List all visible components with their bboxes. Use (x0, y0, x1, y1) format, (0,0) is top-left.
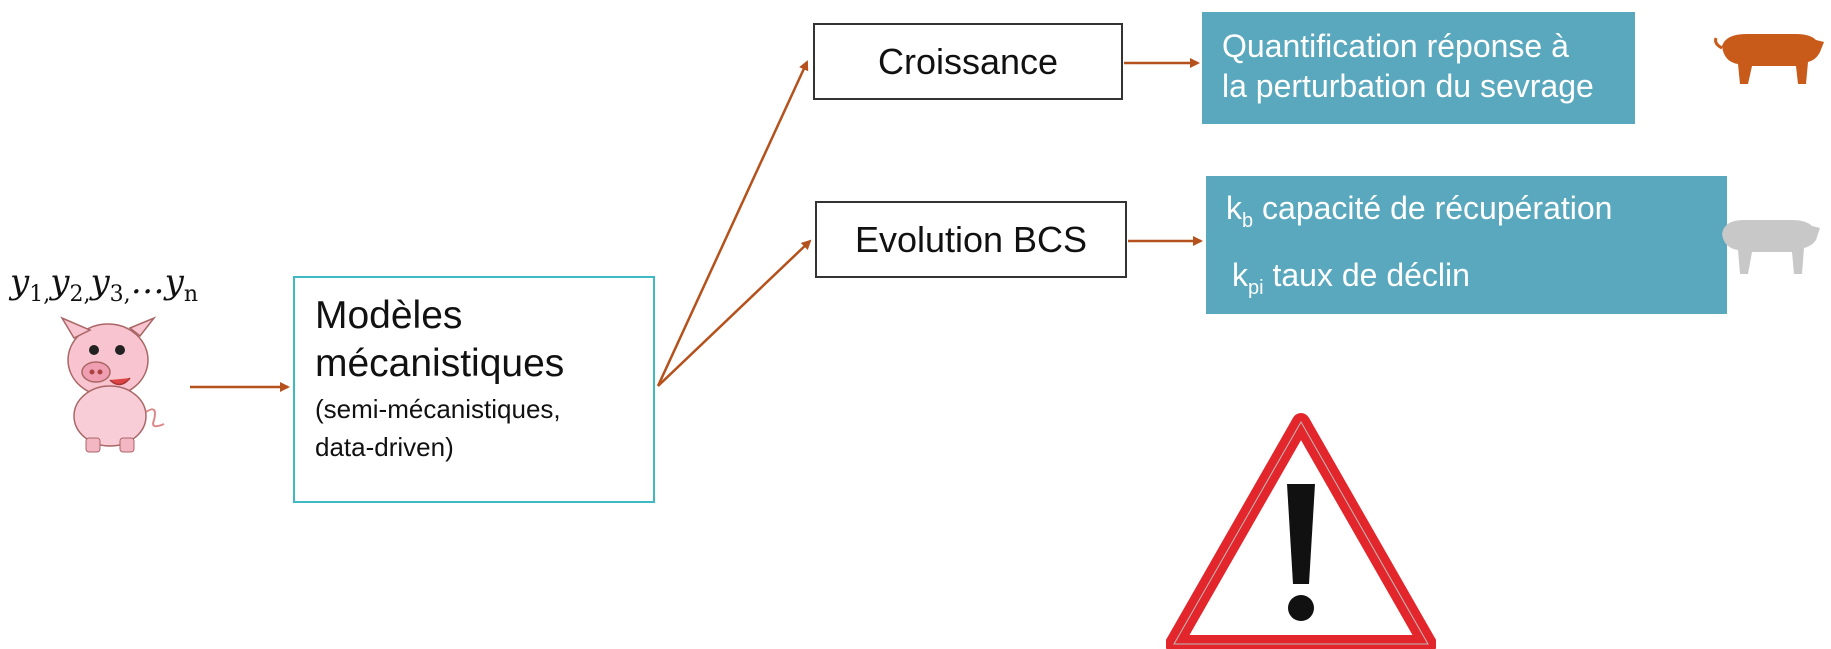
models-note-line2: data-driven) (315, 432, 454, 462)
kpi-line: kpi taux de déclin (1232, 257, 1470, 299)
arrow-models-to-bcs (657, 239, 812, 387)
piglet-icon (60, 316, 165, 453)
models-note-line1: (semi-mécanistiques, (315, 394, 561, 424)
kb-line: kb capacité de récupération (1226, 190, 1613, 232)
evolution-bcs-box: Evolution BCS (815, 201, 1127, 278)
arrow-models-to-croissance (656, 60, 809, 387)
bcs-result-box: kb capacité de récupération kpi taux de … (1206, 176, 1727, 314)
croissance-box: Croissance (813, 23, 1123, 100)
growth-result-box: Quantification réponse à la perturbation… (1202, 12, 1635, 124)
models-title-line1: Modèles (315, 294, 463, 337)
observation-sequence: y1,y2,y3,…yn (10, 262, 199, 307)
growth-result-line1: Quantification réponse à (1222, 28, 1569, 64)
pig-icon (1714, 34, 1824, 84)
sow-icon (1722, 220, 1820, 274)
warning-triangle-icon (1166, 413, 1436, 649)
models-box: Modèles mécanistiques (semi-mécanistique… (293, 276, 655, 503)
models-title-line2: mécanistiques (315, 342, 565, 385)
growth-result-line2: la perturbation du sevrage (1222, 68, 1594, 104)
